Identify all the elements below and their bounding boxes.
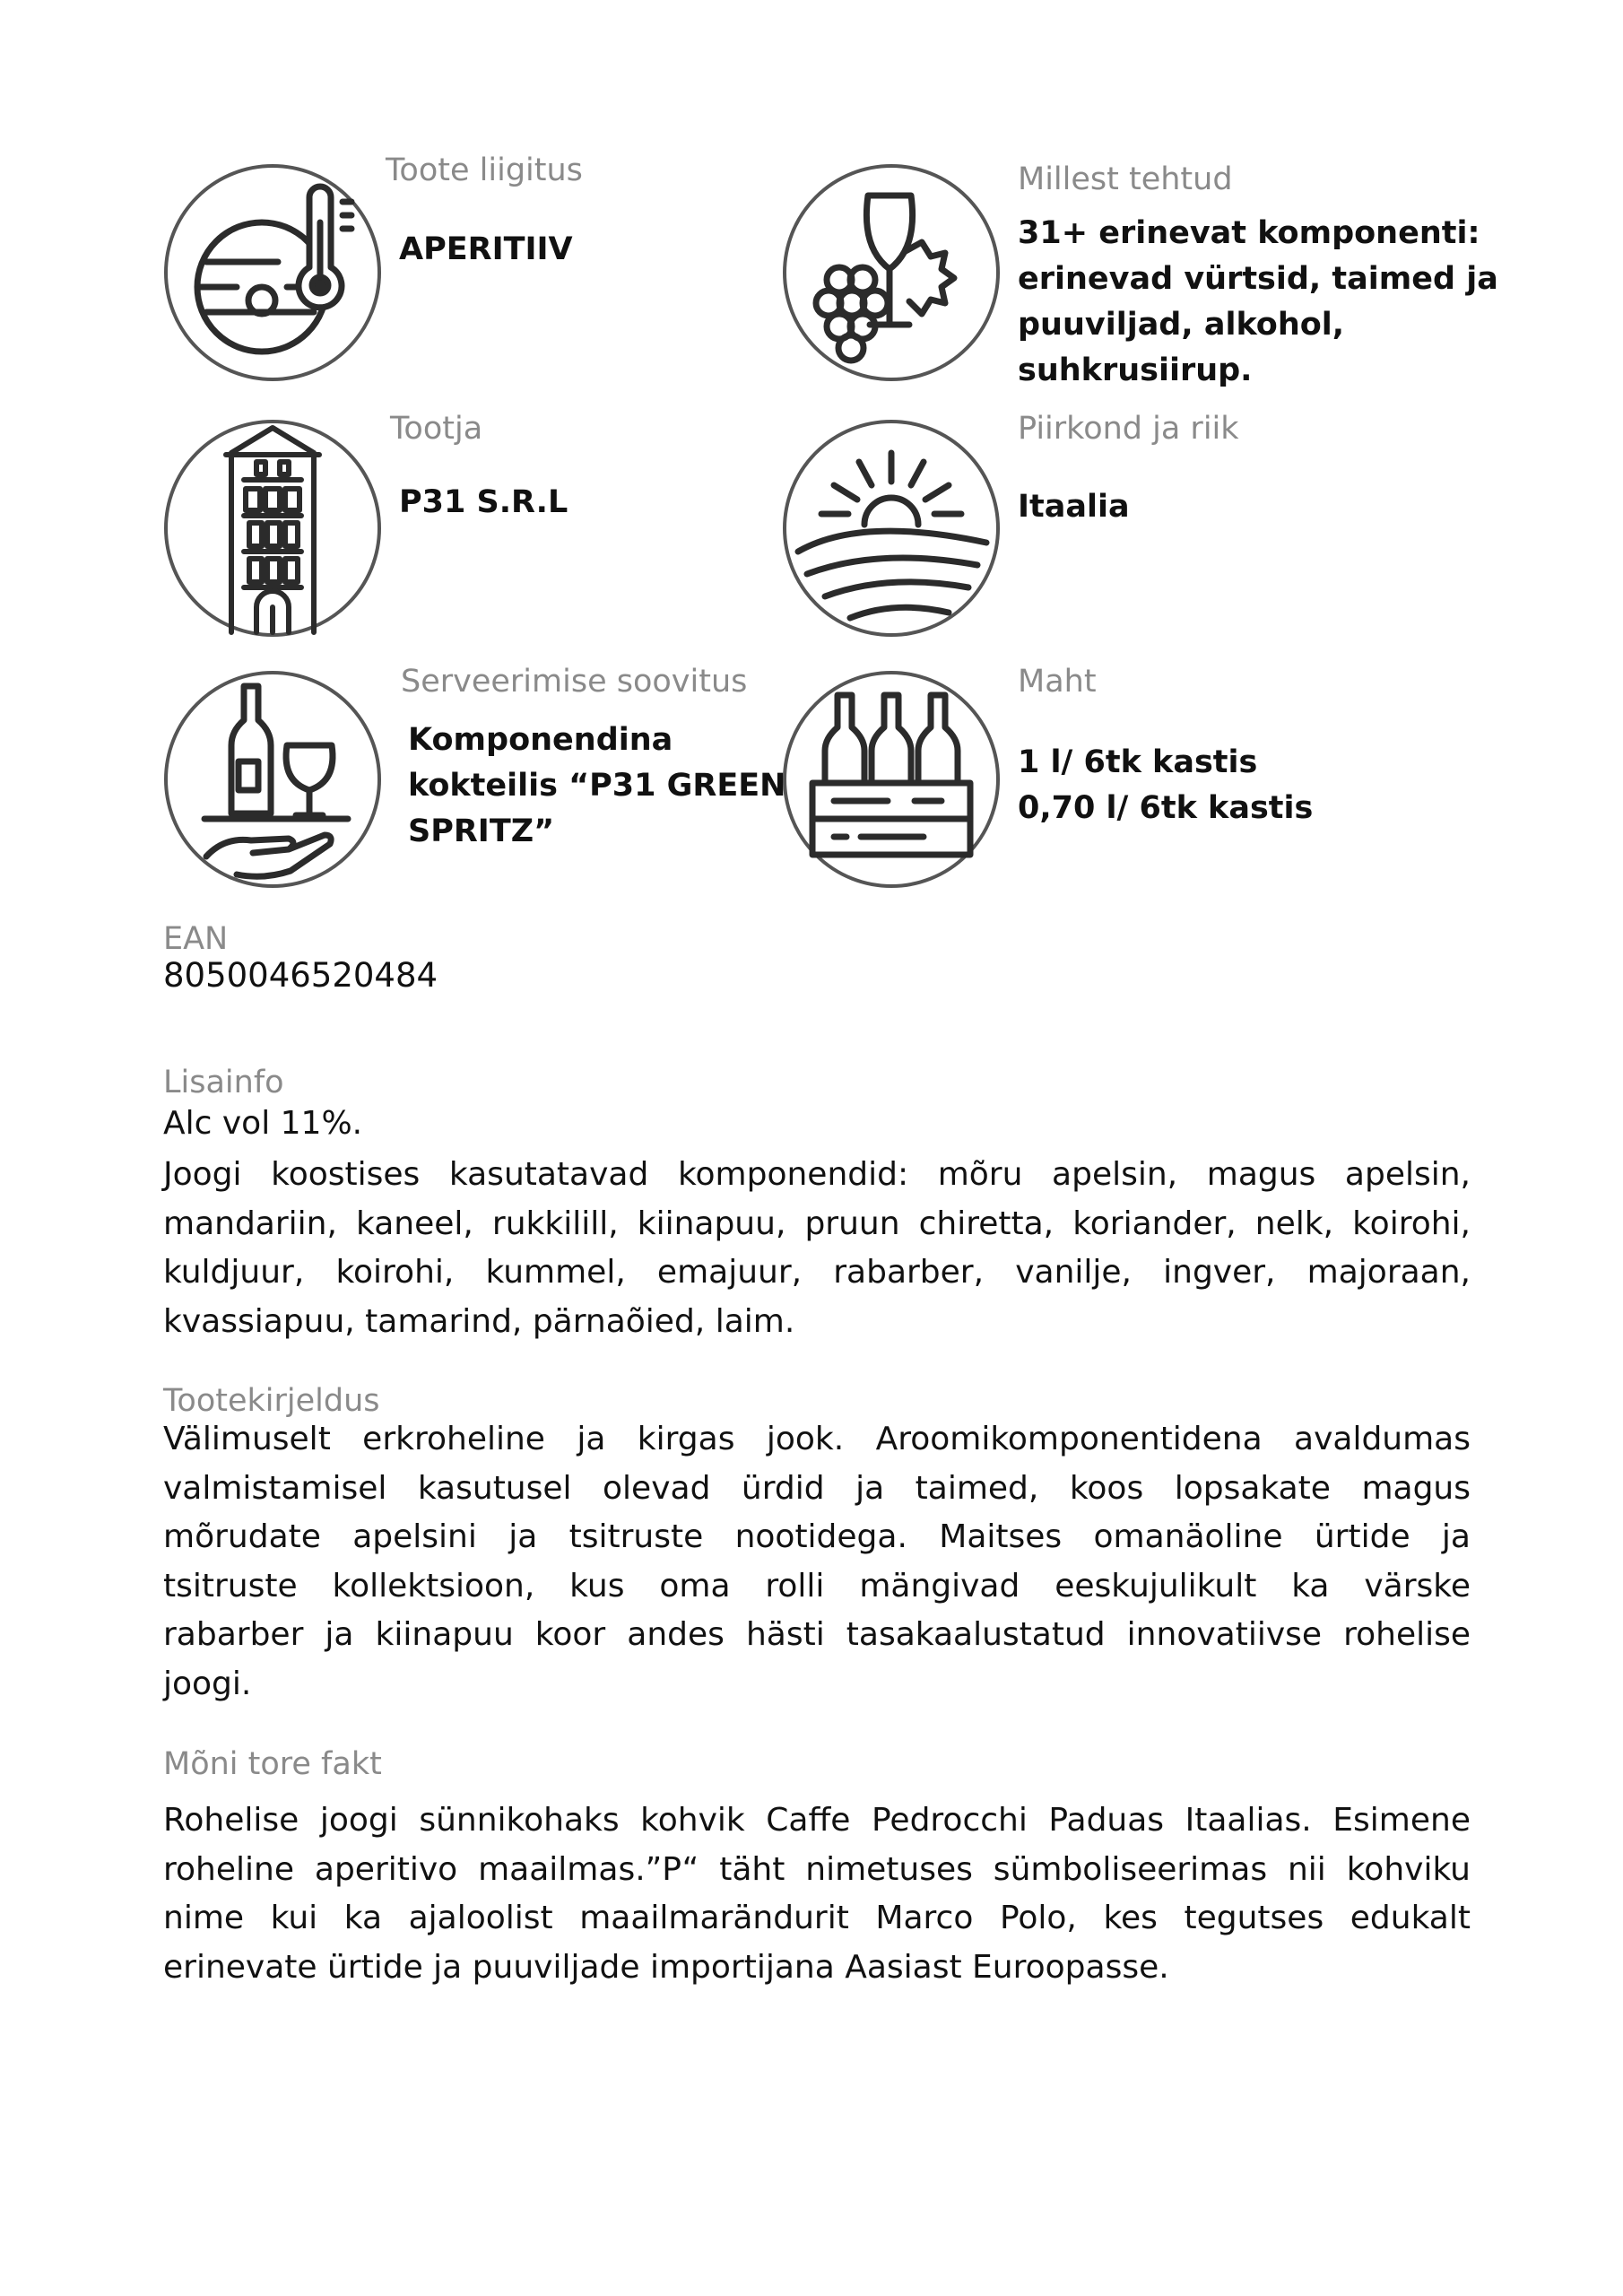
paragraph-line: kuldjuur, koirohi, kummel, emajuur, raba… — [163, 1254, 1471, 1291]
card-label: Maht — [1018, 664, 1097, 700]
bottle-crate-icon — [780, 668, 1002, 891]
paragraph-line: tsitruste kollektsioon, kus oma rolli mä… — [163, 1567, 1471, 1605]
card-label: Serveerimise soovitus — [401, 664, 748, 700]
ean-label: EAN — [163, 921, 229, 957]
card-label: Millest tehtud — [1018, 161, 1233, 197]
card-value-line: 31+ erinevat komponenti: — [1018, 215, 1480, 251]
card-value-line: APERITIIV — [399, 231, 573, 267]
card-value: Komponendina kokteilis “P31 GREEN SPRITZ… — [408, 718, 785, 855]
paragraph-line: nime kui ka ajaloolist maailmarändurit M… — [163, 1900, 1471, 1936]
card-value: 1 l/ 6tk kastis 0,70 l/ 6tk kastis — [1018, 740, 1313, 831]
card-value-line: puuviljad, alkohol, — [1018, 307, 1345, 343]
fakt-label: Mõni tore fakt — [163, 1746, 382, 1782]
tootekirjeldus-paragraph: Välimuselt erkroheline ja kirgas jook. A… — [163, 1415, 1471, 1709]
card-value-line: P31 S.R.L — [399, 484, 568, 520]
lisainfo-paragraph: Joogi koostises kasutatavad komponendid:… — [163, 1151, 1471, 1346]
paragraph-line: joogi. — [163, 1665, 252, 1702]
card-label: Tootja — [390, 411, 483, 447]
wine-glass-grapes-icon — [780, 161, 1002, 384]
paragraph-line: Joogi koostises kasutatavad komponendid:… — [163, 1156, 1471, 1193]
card-value: P31 S.R.L — [399, 480, 568, 526]
barrel-thermometer-icon — [161, 161, 384, 384]
card-value-line: 0,70 l/ 6tk kastis — [1018, 790, 1314, 826]
fakt-paragraph: Rohelise joogi sünnikohaks kohvik Caffe … — [163, 1796, 1471, 1992]
card-value-line: erinevad vürtsid, taimed ja — [1018, 261, 1498, 297]
paragraph-line: roheline aperitivo maailmas.”P“ täht nim… — [163, 1850, 1471, 1888]
card-value-line: Itaalia — [1018, 489, 1130, 525]
card-label: Piirkond ja riik — [1018, 411, 1239, 447]
card-value: 31+ erinevat komponenti: erinevad vürtsi… — [1018, 211, 1498, 394]
serving-tray-bottle-glass-icon — [161, 668, 384, 891]
card-label: Toote liigitus — [386, 152, 583, 188]
paragraph-line: rabarber ja kiinapuu koor andes hästi ta… — [163, 1616, 1471, 1653]
card-value-line: SPRITZ” — [408, 813, 555, 849]
paragraph-line: Välimuselt erkroheline ja kirgas jook. A… — [163, 1421, 1471, 1457]
paragraph-line: mõrudate apelsini ja tsitruste nootidega… — [163, 1518, 1471, 1555]
tootekirjeldus-label: Tootekirjeldus — [163, 1383, 380, 1419]
card-value: Itaalia — [1018, 484, 1130, 530]
alc-vol-text: Alc vol 11%. — [163, 1105, 363, 1142]
card-value-line: 1 l/ 6tk kastis — [1018, 744, 1258, 780]
lisainfo-label: Lisainfo — [163, 1065, 284, 1100]
paragraph-line: mandariin, kaneel, rukkilill, kiinapuu, … — [163, 1205, 1471, 1242]
card-value-line: Komponendina — [408, 722, 673, 758]
paragraph-line: valmistamisel kasutusel olevad ürdid ja … — [163, 1469, 1471, 1507]
ean-value: 8050046520484 — [163, 956, 438, 995]
paragraph-line: kvassiapuu, tamarind, pärnaõied, laim. — [163, 1302, 795, 1340]
paragraph-line: Rohelise joogi sünnikohaks kohvik Caffe … — [163, 1802, 1471, 1839]
paragraph-line: erinevate ürtide ja puuviljade importija… — [163, 1948, 1169, 1986]
building-icon — [161, 417, 384, 639]
card-value-line: kokteilis “P31 GREEN — [408, 768, 786, 804]
card-value: APERITIIV — [399, 227, 573, 273]
card-value-line: suhkrusiirup. — [1018, 352, 1253, 388]
sun-fields-icon — [780, 417, 1002, 639]
